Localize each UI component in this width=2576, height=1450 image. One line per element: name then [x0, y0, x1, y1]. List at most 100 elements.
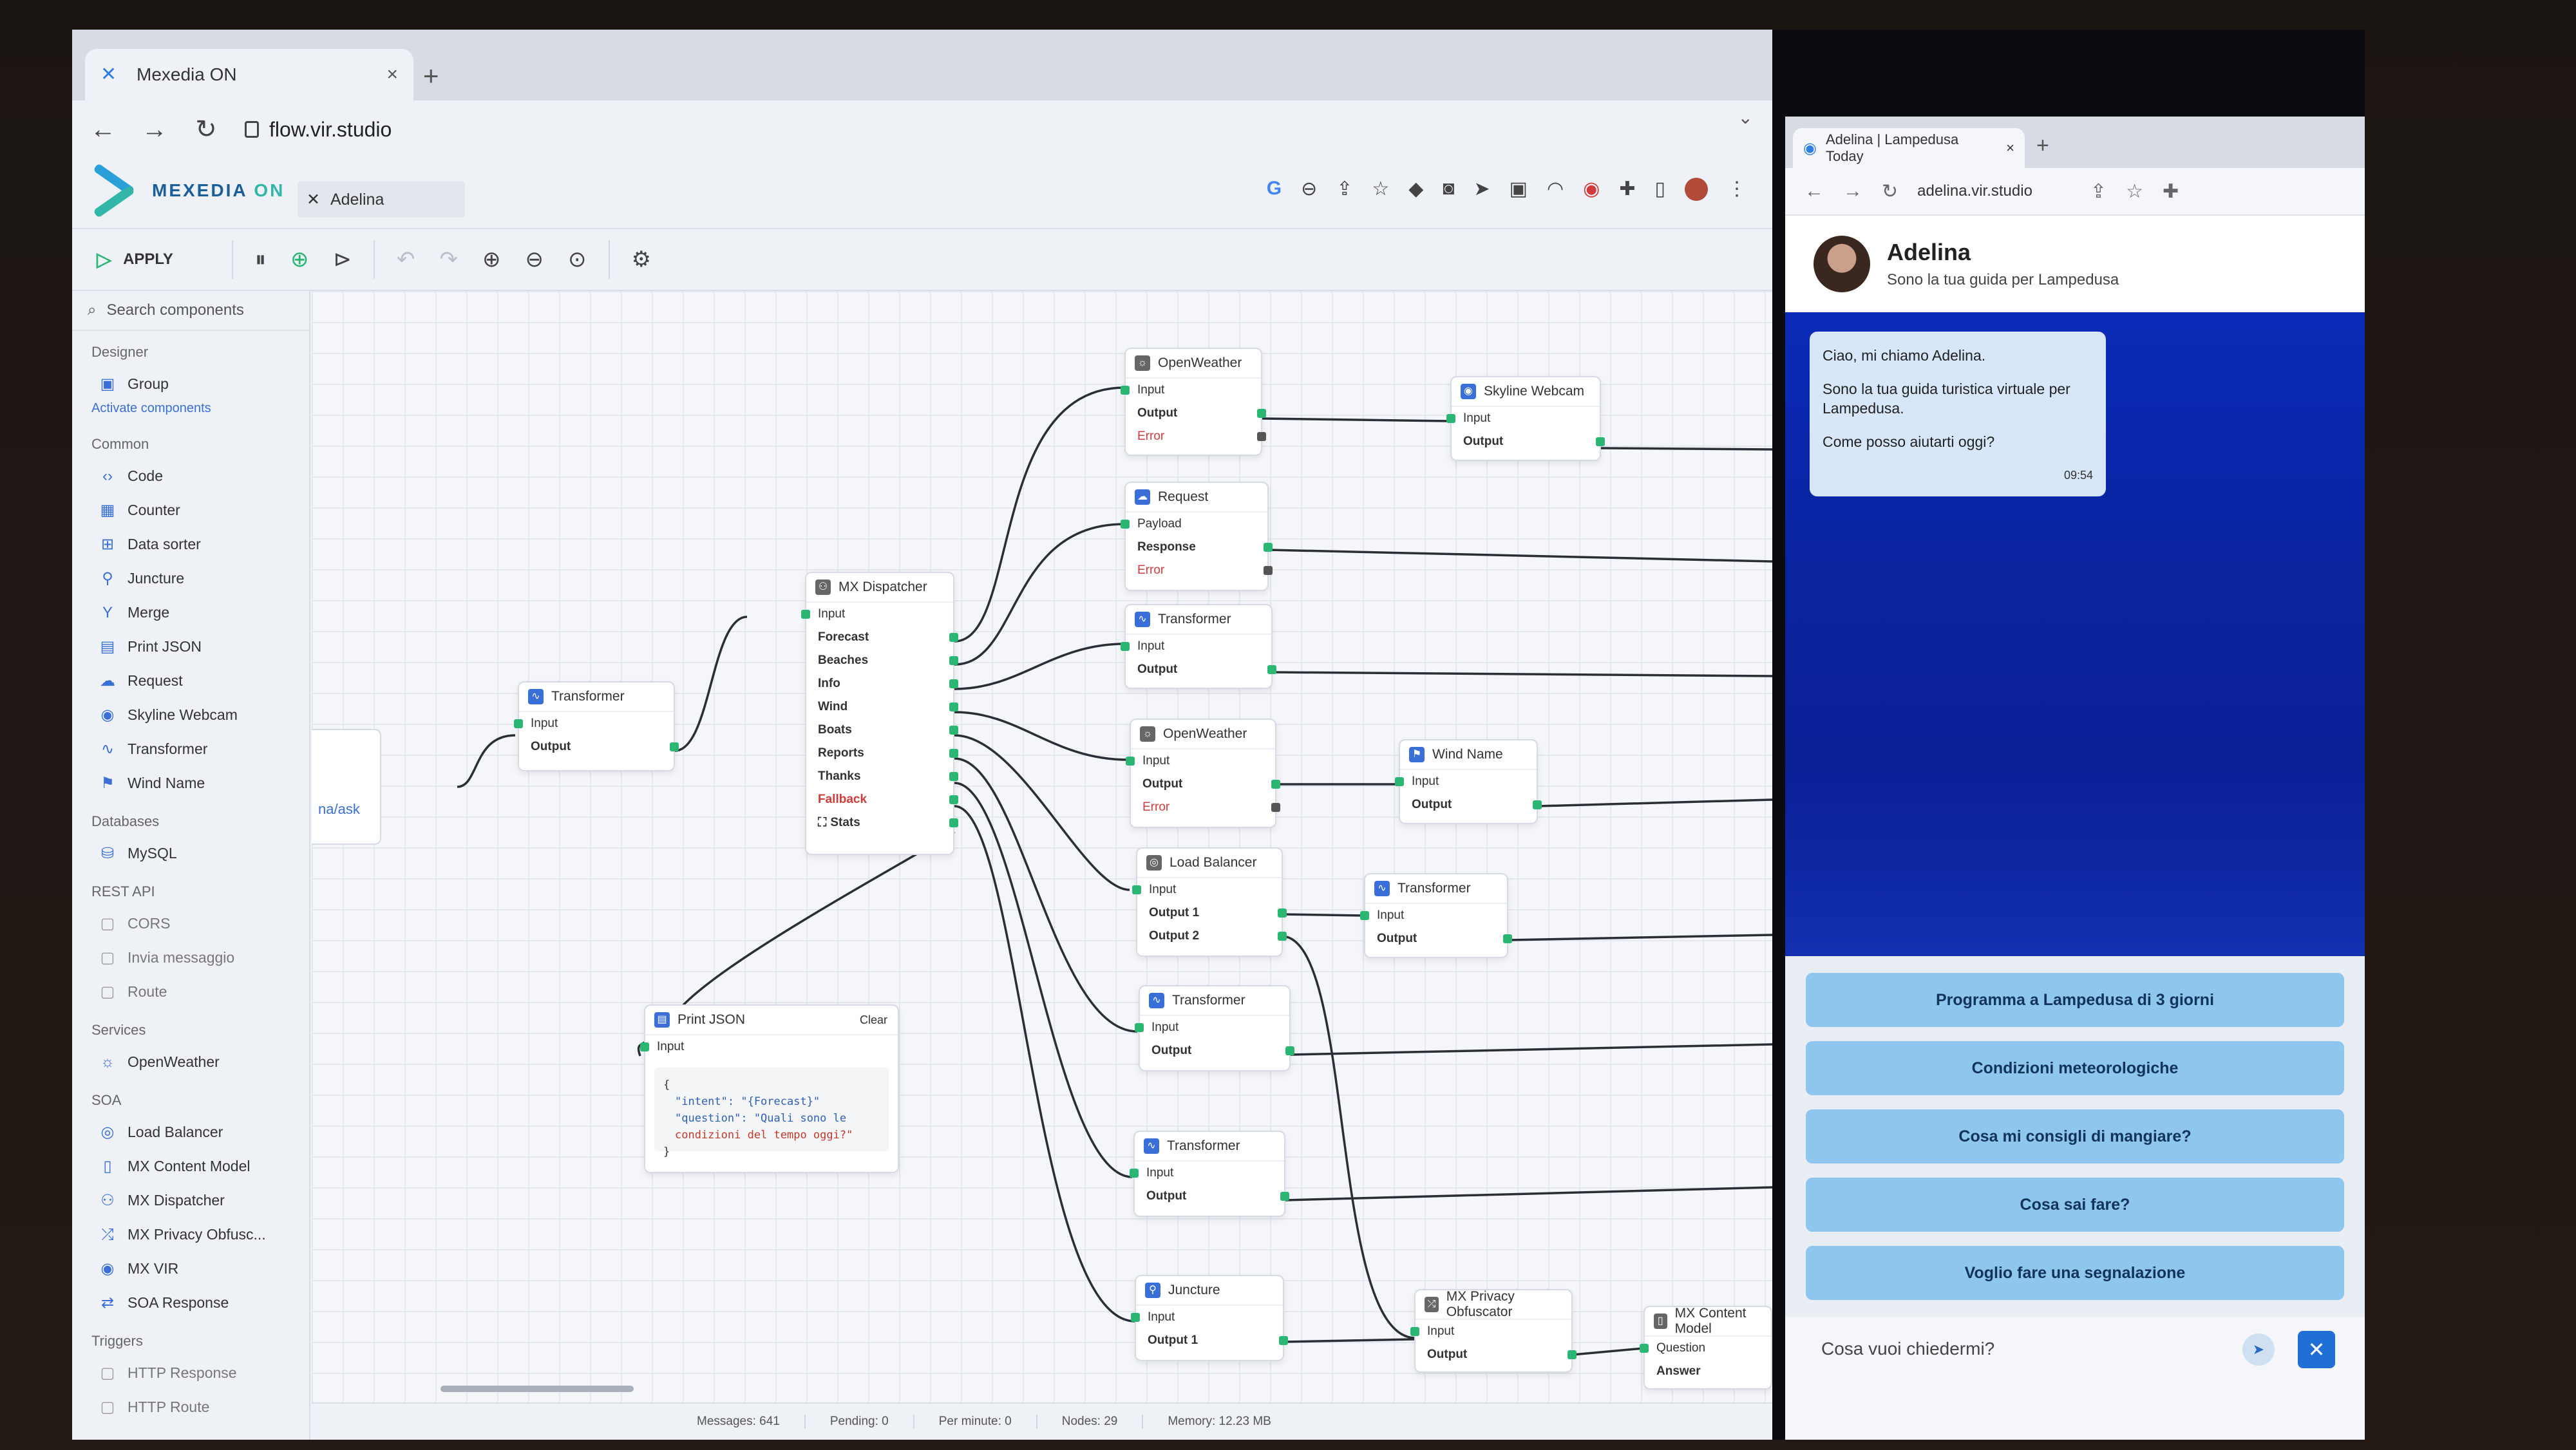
node-transformer[interactable]: ∿Transformer Input Output	[1360, 873, 1512, 958]
component-request[interactable]: ☁Request	[100, 672, 183, 690]
send-icon[interactable]: ⊳	[333, 247, 352, 272]
component-mx-content-model[interactable]: ▯MX Content Model	[72, 1149, 309, 1183]
port-input[interactable]: Input	[1121, 379, 1261, 402]
star-icon[interactable]: ☆	[2126, 180, 2143, 202]
tab-close-icon[interactable]: ×	[2006, 140, 2014, 156]
port-question[interactable]: Question	[1640, 1337, 1771, 1360]
share-icon[interactable]: ⇪	[2090, 180, 2107, 202]
camera-icon[interactable]: ◙	[1443, 178, 1455, 199]
arc-icon[interactable]: ◠	[1546, 178, 1564, 200]
component-data-sorter[interactable]: ⊞Data sorter	[72, 527, 309, 561]
component-counter[interactable]: ▦Counter	[100, 502, 180, 519]
port-fallback[interactable]: Fallback	[806, 788, 958, 811]
port-thanks[interactable]: Thanks	[806, 765, 958, 788]
node-openweather[interactable]: ☼OpenWeather Input Output Error	[1126, 719, 1280, 828]
component-code[interactable]: ‹›Code	[72, 459, 309, 493]
node-openweather[interactable]: ☼OpenWeather Input Output Error	[1121, 348, 1266, 456]
new-tab-icon[interactable]: +	[2036, 133, 2049, 158]
url-field[interactable]: flow.vir.studio	[245, 118, 392, 142]
component-load-balancer[interactable]: ◎Load Balancer	[72, 1115, 309, 1149]
reload-icon[interactable]: ↻	[1882, 180, 1899, 202]
port-input[interactable]: Input	[1135, 1016, 1289, 1039]
profile-avatar[interactable]	[1685, 178, 1708, 201]
port-output-1[interactable]: Output 1	[1136, 1329, 1288, 1352]
port-boats[interactable]: Boats	[806, 719, 958, 742]
node-skyline-webcam[interactable]: ◉Skyline Webcam Input Output	[1446, 376, 1605, 461]
port-beaches[interactable]: Beaches	[806, 649, 958, 672]
port-input[interactable]: Input	[1395, 770, 1537, 793]
node-mx-privacy-obfuscator[interactable]: ⤮MX Privacy Obfuscator Input Output	[1410, 1289, 1577, 1373]
zoom-icon[interactable]: ⊖	[1301, 178, 1318, 200]
puzzle-icon[interactable]: ✚	[2162, 180, 2179, 202]
port-forecast[interactable]: Forecast	[806, 626, 958, 649]
flow-canvas[interactable]: na/ask ∿Transformer Input Output ⚇MX Dis…	[312, 291, 1772, 1402]
tab-adelina[interactable]: ◉ Adelina | Lampedusa Today ×	[1793, 128, 2025, 168]
port-output[interactable]: Output	[1416, 1343, 1577, 1366]
node-request[interactable]: ☁Request Payload Response Error	[1121, 482, 1273, 591]
component-mysql[interactable]: ⛁MySQL	[72, 836, 309, 871]
url-text[interactable]: adelina.vir.studio	[1917, 182, 2032, 200]
node-load-balancer[interactable]: ◎Load Balancer Input Output 1 Output 2	[1132, 847, 1287, 957]
port-payload[interactable]: Payload	[1121, 513, 1267, 536]
component-wind-name[interactable]: ⚑Wind Name	[72, 766, 309, 800]
port-output[interactable]: Output	[1126, 402, 1266, 425]
port-error[interactable]: Error	[1126, 425, 1266, 448]
http-route-node-fragment[interactable]: na/ask	[312, 729, 381, 845]
send-icon[interactable]: ➤	[2242, 1333, 2275, 1366]
reload-icon[interactable]: ↻	[195, 115, 217, 144]
component-invia-messaggio[interactable]: ▢Invia messaggio	[100, 949, 235, 966]
extension-icon[interactable]: ◆	[1408, 178, 1424, 200]
node-transformer[interactable]: ∿Transformer Input Output	[1121, 604, 1276, 689]
component-soa-response[interactable]: ⇄SOA Response	[72, 1286, 309, 1320]
port-reports[interactable]: Reports	[806, 742, 958, 765]
component-print-json[interactable]: ▤Print JSON	[100, 638, 202, 655]
port-output[interactable]: Output	[1131, 773, 1280, 796]
quick-reply-button[interactable]: Programma a Lampedusa di 3 giorni	[1806, 973, 2344, 1027]
port-answer[interactable]: Answer	[1656, 1364, 1701, 1378]
node-print-json[interactable]: ▤Print JSON Clear Input { "intent": "{Fo…	[640, 1004, 899, 1173]
port-wind[interactable]: Wind	[806, 695, 958, 719]
send-icon[interactable]: ➤	[1473, 178, 1490, 200]
forward-icon[interactable]: →	[142, 115, 167, 144]
component-cors[interactable]: ▢CORS	[100, 915, 171, 932]
port-input[interactable]: Input	[1132, 878, 1282, 901]
apply-button[interactable]: ▷ APPLY	[97, 249, 232, 271]
component-mx-vir[interactable]: ◉MX VIR	[72, 1252, 309, 1286]
port-input[interactable]: Input	[1126, 749, 1275, 773]
tab-close-icon[interactable]: ×	[386, 64, 398, 85]
activate-components-link[interactable]: Activate components	[91, 401, 211, 415]
redo-icon[interactable]: ↷	[439, 247, 459, 272]
google-icon[interactable]: G	[1266, 178, 1282, 199]
port-info[interactable]: Info	[806, 672, 958, 695]
horizontal-scrollbar[interactable]	[440, 1386, 634, 1392]
close-icon[interactable]: ✕	[307, 191, 320, 209]
node-wind-name[interactable]: ⚑Wind Name Input Output	[1395, 739, 1542, 824]
node-juncture[interactable]: ⚲Juncture Input Output 1	[1131, 1275, 1288, 1361]
port-input[interactable]: Input	[1121, 635, 1271, 658]
component-openweather[interactable]: ☼OpenWeather	[100, 1053, 220, 1071]
port-input[interactable]: Input	[514, 712, 674, 735]
tab-mexedia[interactable]: ✕ Mexedia ON ×	[85, 49, 413, 100]
zoom-in-icon[interactable]: ⊕	[482, 247, 501, 272]
port-output-2[interactable]: Output 2	[1137, 925, 1287, 948]
component-http-route[interactable]: ▢HTTP Route	[100, 1398, 210, 1416]
port-output[interactable]: Output	[1140, 1039, 1294, 1062]
new-tab-icon[interactable]: +	[423, 61, 439, 91]
forward-icon[interactable]: →	[1843, 180, 1862, 202]
port-output[interactable]: Output	[519, 735, 679, 758]
quick-reply-button[interactable]: Condizioni meteorologiche	[1806, 1041, 2344, 1095]
sidepanel-icon[interactable]: ▯	[1654, 178, 1665, 200]
port-input[interactable]: Input	[1410, 1320, 1571, 1343]
port-input[interactable]: Input	[1130, 1162, 1284, 1185]
node-transformer[interactable]: ∿Transformer Input Output	[1130, 1131, 1289, 1217]
node-mx-content-model[interactable]: ▯MX Content Model Question Answer	[1640, 1306, 1772, 1389]
zoom-reset-icon[interactable]: ⊙	[568, 247, 587, 272]
node-transformer[interactable]: ∿Transformer Input Output	[1135, 985, 1294, 1071]
clear-button[interactable]: Clear	[859, 1013, 887, 1026]
port-stats[interactable]: ⛶Stats	[806, 811, 958, 834]
node-transformer[interactable]: ∿Transformer Input Output	[514, 681, 679, 771]
component-http-response[interactable]: ▢HTTP Response	[100, 1364, 237, 1382]
port-input[interactable]: Input	[1360, 904, 1507, 927]
port-error[interactable]: Error	[1131, 796, 1280, 819]
